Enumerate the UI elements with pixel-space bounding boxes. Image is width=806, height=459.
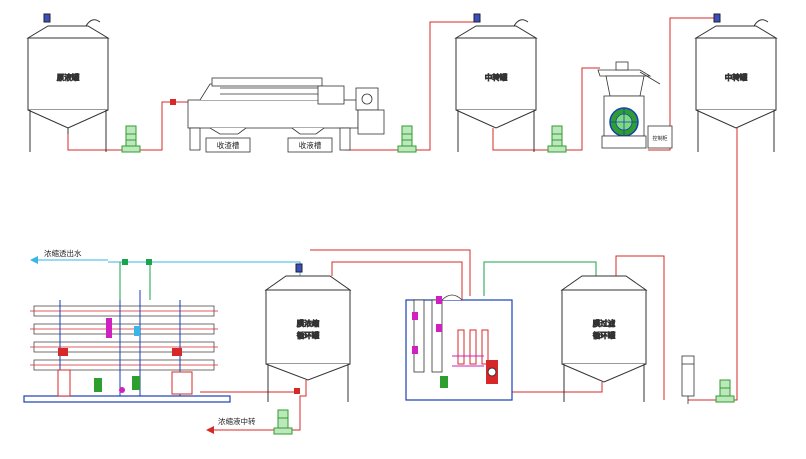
membrane-filter-skid: [405, 294, 513, 401]
transfer-tank-1: 中转罐: [454, 13, 538, 152]
permeate-outlet-label: 浓缩透出水: [44, 248, 82, 258]
membrane-filter-tank-label-2: 循环罐: [593, 330, 616, 340]
membrane-concentrate-tank-label-2: 循环罐: [297, 330, 320, 340]
slag-trough: 收渣槽: [205, 137, 251, 153]
membrane-concentration-skid: [23, 290, 231, 403]
concentrate-outlet: 浓缩液中转: [206, 416, 256, 434]
control-cabinet: 控制柜: [647, 125, 673, 149]
slag-trough-label: 收渣槽: [217, 140, 240, 150]
membrane-filter-tank-label-1: 膜过滤: [593, 318, 616, 328]
pump-1-icon: [121, 125, 141, 153]
concentrate-outlet-label: 浓缩液中转: [218, 416, 256, 426]
membrane-concentrate-tank-label-1: 膜浓缩: [297, 318, 320, 328]
pump-3-icon: [547, 125, 567, 153]
bag-filter-icon: [681, 355, 695, 404]
control-cabinet-label: 控制柜: [652, 135, 667, 142]
pump-2-icon: [397, 125, 417, 153]
transfer-tank-2: 中转罐: [694, 13, 778, 152]
transfer-tank-2-label: 中转罐: [725, 72, 748, 82]
decanter-centrifuge: [187, 77, 385, 151]
row2-pipes: [108, 249, 720, 431]
pump-5-icon: [715, 379, 735, 403]
disc-separator: [597, 61, 661, 149]
liquid-trough-label: 收液槽: [299, 140, 322, 150]
membrane-filter-tank: 膜过滤 循环罐: [560, 275, 648, 402]
raw-liquid-tank: 原液罐: [26, 13, 110, 152]
liquid-trough: 收液槽: [287, 137, 333, 153]
pump-4-icon: [273, 409, 293, 435]
valve-icons: [122, 99, 300, 394]
membrane-concentration-tank: 膜浓缩 循环罐: [264, 263, 352, 402]
transfer-tank-1-label: 中转罐: [485, 72, 508, 82]
raw-tank-label: 原液罐: [57, 72, 80, 82]
permeate-outlet: 浓缩透出水: [30, 248, 108, 264]
